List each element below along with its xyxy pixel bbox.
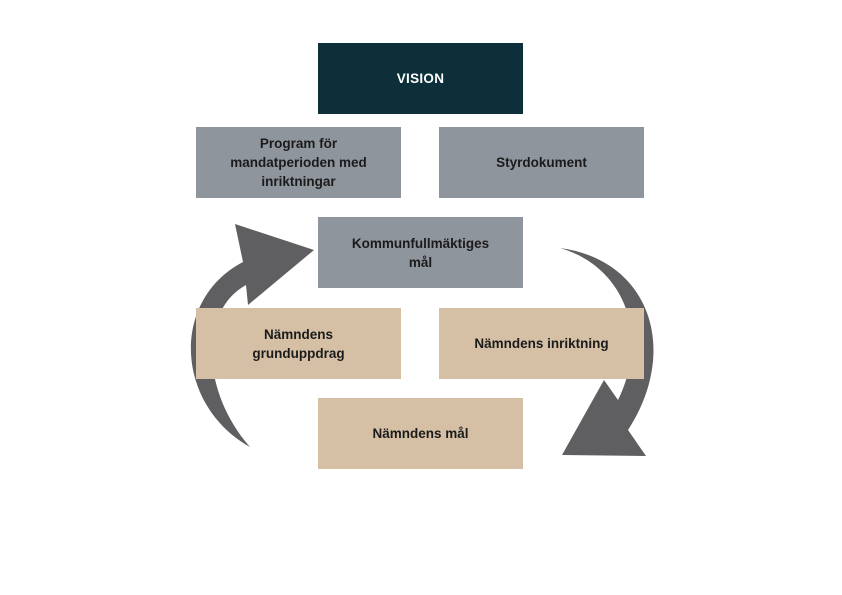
namndens-inriktning-box: Nämndens inriktning (439, 308, 644, 379)
vision-box: VISION (318, 43, 523, 114)
namndens-grunduppdrag-box: Nämndens grunduppdrag (196, 308, 401, 379)
namndens-mal-box: Nämndens mål (318, 398, 523, 469)
kommunfullmaktiges-mal-box: Kommunfullmäktiges mål (318, 217, 523, 288)
curved-arrow-up-right-icon (190, 224, 314, 447)
curved-arrow-down-left-icon (560, 248, 654, 456)
program-box: Program för mandatperioden med inriktnin… (196, 127, 401, 198)
styrdokument-box: Styrdokument (439, 127, 644, 198)
